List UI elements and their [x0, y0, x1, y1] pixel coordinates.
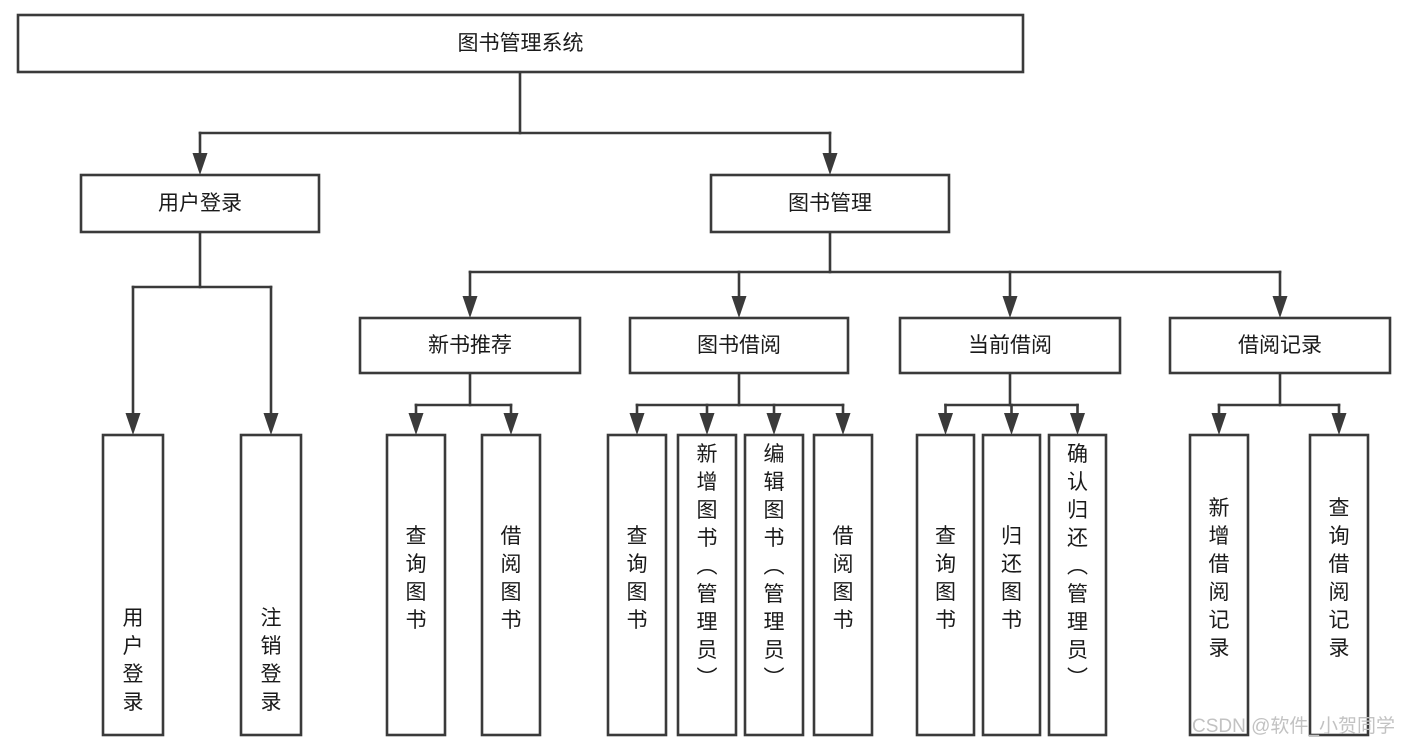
- arrow-head-icon: [1004, 413, 1019, 435]
- node-f3[interactable]: 查询图书: [385, 433, 447, 737]
- node-records[interactable]: 借阅记录: [1168, 316, 1392, 375]
- node-label-f3: 查询图书: [406, 525, 427, 632]
- arrow-head-icon: [263, 413, 279, 435]
- node-label-f11: 确认归还︵管理员︶: [1067, 443, 1088, 690]
- node-f13[interactable]: 查询借阅记录: [1308, 433, 1370, 737]
- node-label-records: 借阅记录: [1238, 334, 1322, 357]
- node-box-borrow[interactable]: [628, 316, 850, 375]
- connector-group-newbook: [408, 371, 519, 435]
- node-box-f3[interactable]: [385, 433, 447, 737]
- node-f1[interactable]: 用户登录: [101, 433, 165, 737]
- node-label-f7: 编辑图书︵管理员︶: [764, 443, 785, 690]
- connector-layer: [125, 70, 1347, 435]
- node-label-current: 当前借阅: [968, 334, 1052, 357]
- node-layer: 图书管理系统用户登录图书管理新书推荐图书借阅当前借阅借阅记录用户登录注销登录查询…: [16, 13, 1392, 737]
- connector-group-bookmgmt: [462, 230, 1288, 318]
- node-box-records[interactable]: [1168, 316, 1392, 375]
- node-label-f12: 新增借阅记录: [1209, 497, 1230, 660]
- arrow-head-icon: [1070, 413, 1085, 435]
- node-box-f1[interactable]: [101, 433, 165, 737]
- node-label-f13: 查询借阅记录: [1329, 497, 1350, 660]
- arrow-head-icon: [1002, 296, 1018, 318]
- node-box-f12[interactable]: [1188, 433, 1250, 737]
- node-f7[interactable]: 编辑图书︵管理员︶: [743, 433, 805, 737]
- node-f8[interactable]: 借阅图书: [812, 433, 874, 737]
- node-f6[interactable]: 新增图书︵管理员︶: [676, 433, 738, 737]
- node-box-current[interactable]: [898, 316, 1122, 375]
- node-box-f6[interactable]: [676, 433, 738, 737]
- node-label-f10: 归还图书: [1001, 525, 1022, 632]
- node-label-newbook: 新书推荐: [428, 334, 512, 357]
- arrow-head-icon: [835, 413, 851, 435]
- node-label-f5: 查询图书: [627, 525, 648, 632]
- node-f4[interactable]: 借阅图书: [480, 433, 542, 737]
- node-label-bookmgmt: 图书管理: [788, 192, 872, 215]
- arrow-head-icon: [1211, 413, 1227, 435]
- node-box-f13[interactable]: [1308, 433, 1370, 737]
- node-label-login: 用户登录: [158, 192, 242, 215]
- connector-group-root: [192, 70, 838, 175]
- arrow-head-icon: [408, 413, 424, 435]
- connector-group-borrow: [629, 371, 851, 435]
- node-box-login[interactable]: [79, 173, 321, 234]
- arrow-head-icon: [503, 413, 519, 435]
- arrow-head-icon: [938, 413, 953, 435]
- node-label-f6: 新增图书︵管理员︶: [697, 443, 718, 690]
- arrow-head-icon: [462, 296, 478, 318]
- arrow-head-icon: [192, 153, 208, 175]
- node-box-f7[interactable]: [743, 433, 805, 737]
- arrow-head-icon: [699, 413, 715, 435]
- node-box-root[interactable]: [16, 13, 1025, 74]
- node-f11[interactable]: 确认归还︵管理员︶: [1047, 433, 1108, 737]
- arrow-head-icon: [731, 296, 747, 318]
- node-box-bookmgmt[interactable]: [709, 173, 951, 234]
- node-box-f8[interactable]: [812, 433, 874, 737]
- node-box-f10[interactable]: [981, 433, 1042, 737]
- node-label-f8: 借阅图书: [833, 525, 854, 632]
- node-f5[interactable]: 查询图书: [606, 433, 668, 737]
- node-box-f9[interactable]: [915, 433, 976, 737]
- connector-group-records: [1211, 371, 1347, 435]
- node-f9[interactable]: 查询图书: [915, 433, 976, 737]
- csdn-watermark: CSDN @软件_小贺同学: [1192, 715, 1395, 737]
- connector-group-login: [125, 230, 279, 435]
- node-current[interactable]: 当前借阅: [898, 316, 1122, 375]
- node-f2[interactable]: 注销登录: [239, 433, 303, 737]
- node-label-f4: 借阅图书: [501, 525, 522, 632]
- connector-group-current: [938, 371, 1085, 435]
- node-borrow[interactable]: 图书借阅: [628, 316, 850, 375]
- node-label-f9: 查询图书: [935, 525, 956, 632]
- node-box-newbook[interactable]: [358, 316, 582, 375]
- node-label-f1: 用户登录: [123, 607, 144, 714]
- arrow-head-icon: [822, 153, 838, 175]
- node-bookmgmt[interactable]: 图书管理: [709, 173, 951, 234]
- node-label-borrow: 图书借阅: [697, 334, 781, 357]
- node-box-f2[interactable]: [239, 433, 303, 737]
- arrow-head-icon: [1272, 296, 1288, 318]
- node-f12[interactable]: 新增借阅记录: [1188, 433, 1250, 737]
- node-box-f4[interactable]: [480, 433, 542, 737]
- arrow-head-icon: [1331, 413, 1347, 435]
- node-f10[interactable]: 归还图书: [981, 433, 1042, 737]
- arrow-head-icon: [125, 413, 141, 435]
- node-root[interactable]: 图书管理系统: [16, 13, 1025, 74]
- node-box-f5[interactable]: [606, 433, 668, 737]
- node-login[interactable]: 用户登录: [79, 173, 321, 234]
- node-newbook[interactable]: 新书推荐: [358, 316, 582, 375]
- node-box-f11[interactable]: [1047, 433, 1108, 737]
- arrow-head-icon: [629, 413, 645, 435]
- node-label-root: 图书管理系统: [458, 32, 584, 55]
- arrow-head-icon: [766, 413, 782, 435]
- node-label-f2: 注销登录: [261, 607, 282, 714]
